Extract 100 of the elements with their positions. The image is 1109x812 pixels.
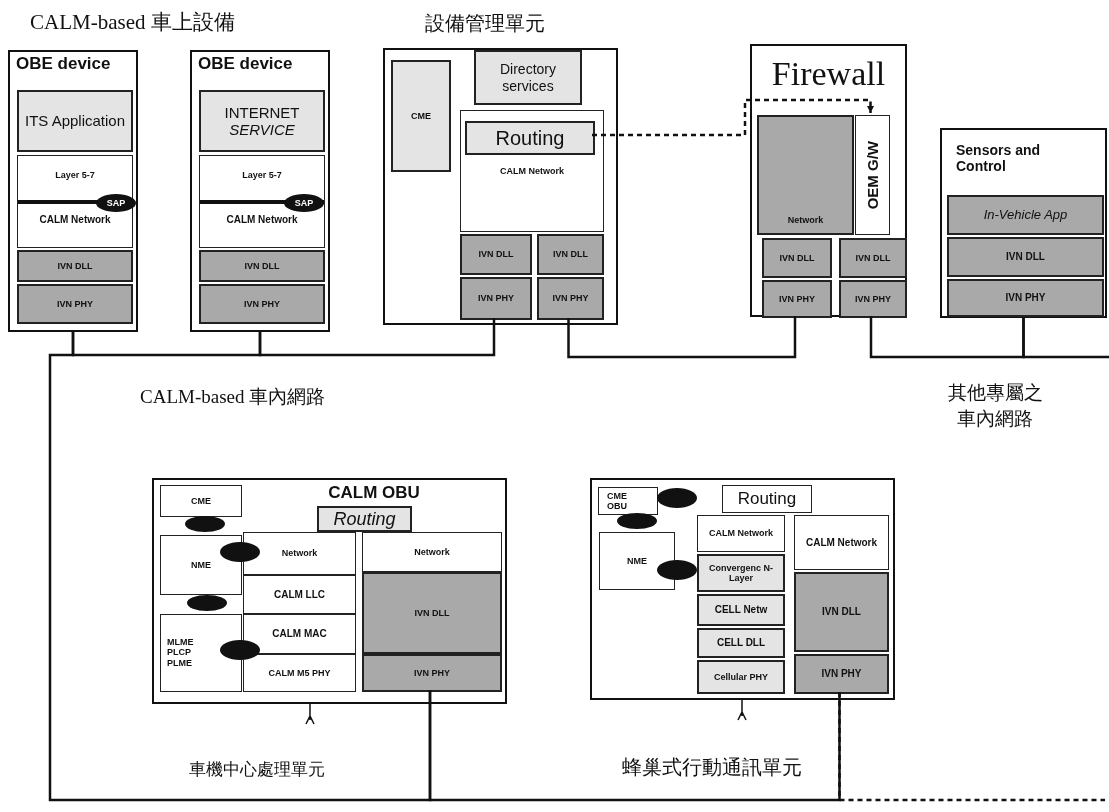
layer-box: [160, 485, 242, 517]
device-box: [8, 50, 138, 332]
layer-label: CALM Network: [805, 536, 878, 549]
layer-label: Convergenc N-Layer: [708, 562, 774, 584]
layer-label: IVN PHY: [1005, 292, 1046, 304]
layer-box: [762, 280, 832, 318]
layer-label: MLME PLCP PLME: [167, 637, 195, 669]
layer-label: IVN DLL: [478, 249, 514, 260]
layer-label: IVN PHY: [552, 293, 589, 304]
layer-box: [794, 572, 889, 652]
layer-box: [697, 628, 785, 658]
bus-line: [48, 332, 432, 802]
layer-label: IVN PHY: [779, 293, 815, 305]
layer-box: [598, 487, 658, 515]
layer-box: [243, 654, 356, 692]
layer-box: [362, 572, 502, 654]
layer-box: [17, 90, 133, 152]
layer-box: [697, 594, 785, 626]
layer-box: [947, 279, 1104, 317]
layer-label: OEM G/W: [863, 140, 882, 210]
layer-label: CME: [411, 110, 431, 122]
layer-box: [243, 532, 356, 575]
layer-label: CALM MAC: [272, 628, 327, 640]
network-label: 其他專屬之車內網路: [946, 381, 1044, 431]
layer-label: IVN DLL: [57, 260, 93, 272]
layer-box: [362, 532, 502, 572]
layer-label: CME OBU: [607, 491, 628, 512]
layer-label: IVN PHY: [244, 298, 280, 310]
layer-box: [474, 50, 582, 105]
sap-label: SAP: [294, 197, 314, 209]
layer-box: [391, 60, 451, 172]
box-title: 蜂巢式行動通訊單元: [621, 756, 803, 779]
layer-label: IVN DLL: [822, 606, 861, 618]
layer-box: [839, 238, 907, 278]
layer-box: [722, 485, 812, 513]
layer-label: Cellular PHY: [714, 671, 768, 683]
device-box: [940, 128, 1107, 318]
box-title: CALM OBU: [327, 483, 421, 503]
layer-label: NME: [191, 559, 211, 571]
layer-label: IVN DLL: [553, 249, 588, 260]
layer-box: [243, 575, 356, 614]
layer-box: [199, 90, 325, 152]
layer-label: IVN PHY: [414, 667, 450, 679]
sap-oval: [96, 194, 136, 212]
layer-label: Network: [414, 546, 450, 558]
layer-box: [465, 121, 595, 155]
layer-label: Network: [281, 548, 318, 559]
layer-box: [599, 532, 675, 590]
layer-box: [762, 238, 832, 278]
layer-label: CELL Netw: [714, 604, 768, 616]
layer-box: [794, 654, 889, 694]
layer-label: Directory services: [499, 61, 557, 94]
layer-box: [947, 195, 1104, 235]
layer-box: [17, 250, 133, 282]
sap-oval: [284, 194, 324, 212]
layer-box: [757, 115, 854, 235]
layer-label: CALM Network: [499, 166, 565, 177]
layer-box: [460, 234, 532, 275]
layer-label: IVN DLL: [855, 252, 891, 264]
box-title: Sensors and Control: [956, 142, 1042, 175]
layer-label: CME: [191, 495, 211, 507]
layer-label: IVN PHY: [855, 293, 891, 305]
layer-box: [160, 535, 242, 595]
box-title: Firewall: [770, 54, 887, 94]
arrow: [592, 98, 874, 137]
device-box: [190, 50, 330, 332]
layer-label: In-Vehicle App: [983, 207, 1068, 223]
layer-label: CALM Network: [38, 214, 112, 226]
box-title: 車機中心處理單元: [188, 760, 326, 780]
network-label: CALM-based 車上設備: [30, 9, 235, 36]
box-title: OBE device: [198, 54, 293, 74]
layer-label: Layer 5-7: [54, 170, 96, 181]
layer-box: [947, 237, 1104, 277]
network-label: CALM-based 車內網路: [140, 385, 326, 409]
layer-label: CALM Network: [225, 214, 299, 226]
layer-box: [17, 284, 133, 324]
layer-label: Routing: [737, 489, 797, 509]
sap-label: SAP: [106, 197, 126, 209]
layer-box: [460, 277, 532, 320]
layer-label: Routing: [495, 126, 565, 150]
layer-label: NME: [627, 555, 647, 567]
layer-box: [362, 654, 502, 692]
layer-label: IVN PHY: [478, 293, 514, 304]
bus-line: [869, 316, 1025, 359]
layer-box: [317, 506, 412, 532]
layer-box: [839, 280, 907, 318]
layer-box: [199, 284, 325, 324]
layer-box: [697, 554, 785, 592]
layer-label: CALM Network: [709, 528, 773, 539]
layer-label: INTERNET SERVICE: [223, 103, 301, 139]
bus-line: [258, 318, 496, 357]
layer-box: [537, 277, 604, 320]
layer-box: [199, 250, 325, 282]
layer-label: Network: [786, 214, 825, 225]
bus-line: [838, 692, 1105, 802]
layer-box: [697, 515, 785, 552]
layer-box: [17, 155, 133, 248]
layer-label: IVN PHY: [57, 298, 93, 310]
layer-label: Routing: [333, 508, 396, 530]
device-box: [750, 44, 907, 317]
